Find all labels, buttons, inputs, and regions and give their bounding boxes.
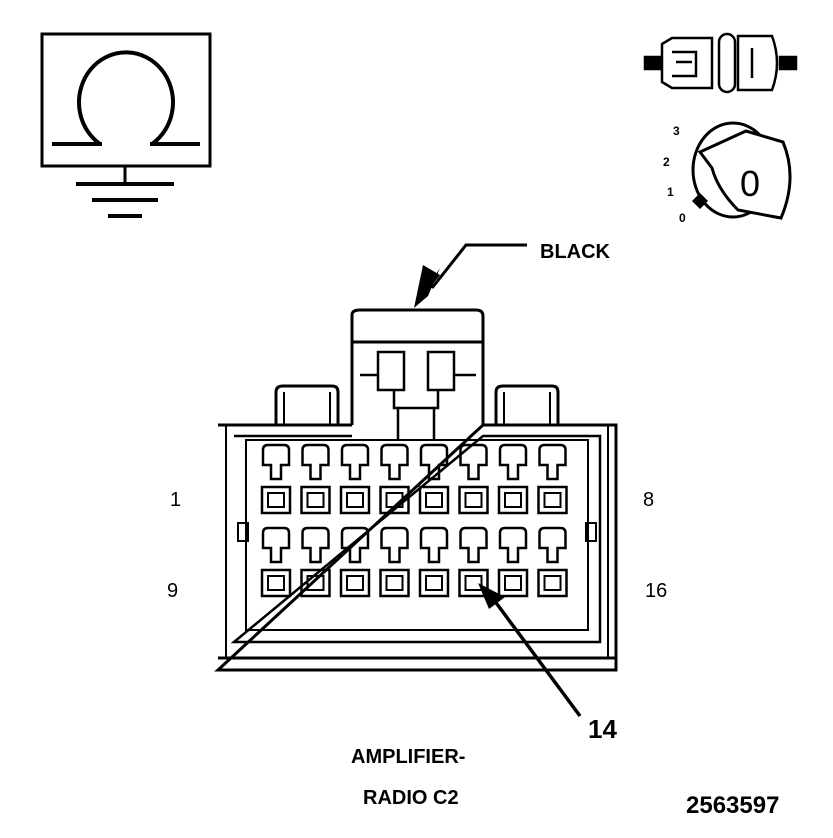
ignition-position-2: 2: [663, 155, 670, 169]
color-callout: BLACK: [414, 241, 611, 308]
pin-cavity-12: [379, 526, 410, 598]
pin-label-1: 1: [170, 489, 181, 511]
pin-cavity-8: [537, 443, 568, 515]
disconnected-connector-icon: [643, 32, 798, 94]
pin-label-8: 8: [643, 489, 654, 511]
connector-title-line2: RADIO C2: [363, 787, 459, 809]
pin-cavity-11: [339, 526, 371, 598]
ohmmeter-ground-symbol-icon: [40, 32, 212, 218]
connector-title-line1: AMPLIFIER-: [351, 746, 465, 768]
pin-cavities: [260, 443, 568, 598]
callout-pin-number: 14: [588, 714, 617, 744]
ignition-key-off-icon: 3 2 1 0 0: [663, 121, 792, 225]
pin-label-9: 9: [167, 580, 178, 602]
connector-face: [214, 308, 618, 672]
pin-cavity-16: [537, 526, 568, 598]
pin-cavity-6: [458, 443, 489, 515]
pin-cavity-9: [260, 526, 292, 598]
pin-callout: 14: [478, 583, 617, 744]
ignition-position-3: 3: [673, 124, 680, 138]
figure-number: 2563597: [686, 792, 779, 819]
pin-cavity-4: [379, 443, 410, 515]
pin-cavity-2: [300, 443, 331, 515]
ignition-position-0: 0: [679, 211, 686, 225]
connector-color-label: BLACK: [540, 241, 611, 263]
pin-label-16: 16: [645, 580, 667, 602]
pin-cavity-10: [300, 526, 331, 598]
ignition-position-1: 1: [667, 185, 674, 199]
pin-cavity-3: [339, 443, 371, 515]
pin-cavity-1: [260, 443, 292, 515]
pin-cavity-5: [418, 443, 450, 515]
pin-cavity-13: [418, 526, 450, 598]
key-label: 0: [740, 163, 760, 204]
pin-cavity-14: [458, 526, 489, 598]
pin-cavity-15: [497, 526, 529, 598]
pin-cavity-7: [497, 443, 529, 515]
